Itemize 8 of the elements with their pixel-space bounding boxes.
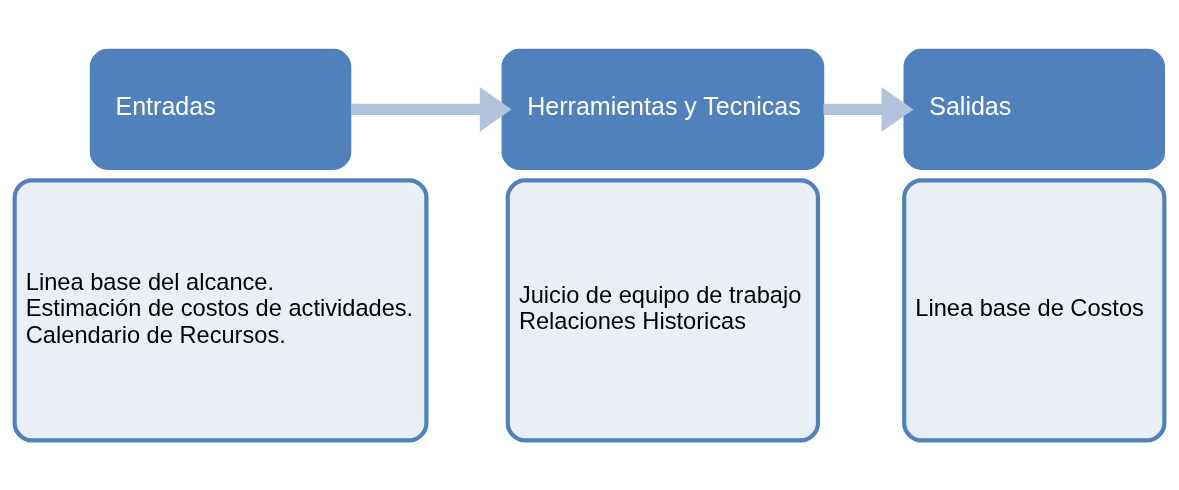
node-box: Linea base de Costos <box>902 178 1167 443</box>
node-box: Entradas <box>89 48 352 170</box>
node-box: Juicio de equipo de trabajo Relaciones Historicas <box>505 178 821 443</box>
arrow <box>351 87 512 132</box>
node-box: Salidas <box>903 48 1166 170</box>
node-box: Linea base del alcance. Estimación de costos de actividades. Calendario de Recursos. <box>12 178 429 443</box>
node-box: Herramientas y Tecnicas <box>501 48 825 170</box>
arrow <box>823 87 914 132</box>
